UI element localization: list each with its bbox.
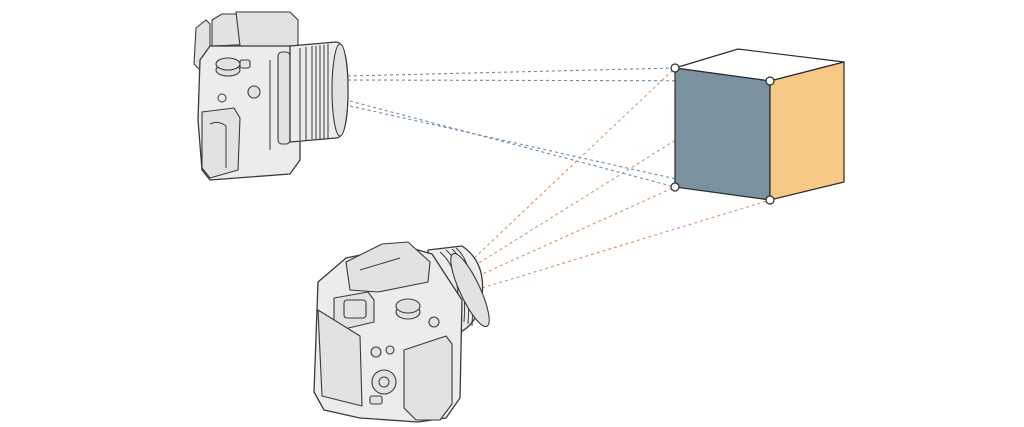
ray-side-3	[349, 100, 676, 188]
cube-front-face	[674, 67, 771, 201]
cube-icon	[670, 48, 845, 205]
cube-corner-bottom-left	[670, 182, 680, 192]
cube-side-face	[769, 61, 845, 201]
dslr-camera-side-view-icon	[193, 11, 349, 181]
ray-side-2	[347, 79, 771, 82]
side-camera-rays	[347, 67, 771, 201]
ray-front-3	[477, 186, 676, 277]
ray-front-4	[481, 199, 771, 289]
ray-front-1	[469, 67, 676, 263]
side-camera-lens-grip-rings	[299, 44, 329, 140]
cube-corner-top-right	[765, 76, 775, 86]
dslr-camera-rear-three-quarter-view-icon	[313, 241, 490, 423]
cube-corner-top-left	[670, 63, 680, 73]
ray-side-1	[347, 67, 676, 77]
cube-corner-bottom-right	[765, 195, 775, 205]
